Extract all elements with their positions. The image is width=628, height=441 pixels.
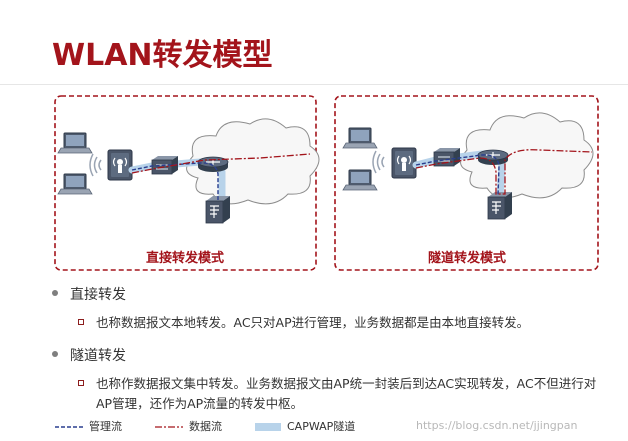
wifi-signal-icon [89, 153, 102, 177]
wlan-diagram: 直接转发模式 隧道转发模式 [54, 95, 599, 271]
panel-label-direct: 直接转发模式 [146, 250, 224, 266]
panel-label-tunnel: 隧道转发模式 [428, 250, 506, 266]
access-point-icon [391, 147, 417, 179]
wifi-signal-icon [372, 150, 385, 174]
laptop-icon [342, 127, 378, 149]
sub-bullet-text: 也称数据报文本地转发。AC只对AP进行管理，业务数据都是由本地直接转发。 [96, 315, 530, 330]
watermark: https://blog.csdn.net/jjingpan [416, 419, 578, 432]
bullet-direct-forwarding: 直接转发 [52, 284, 126, 304]
legend-item-management: 管理流 [55, 418, 122, 434]
bullet-dot-icon [52, 351, 58, 357]
management-flow-path [415, 154, 500, 197]
laptop-icon [57, 173, 93, 195]
tunnel-swatch [255, 423, 281, 431]
legend-item-data: 数据流 [155, 418, 222, 434]
sub-bullet-tunnel: 也称作数据报文集中转发。业务数据报文由AP统一封装后到达AC实现转发，AC不但进… [78, 374, 598, 414]
sub-bullet-text: 也称作数据报文集中转发。业务数据报文由AP统一封装后到达AC实现转发，AC不但进… [96, 376, 597, 411]
panel-direct-forwarding [54, 95, 317, 271]
laptop-icon [342, 169, 378, 191]
title-divider [0, 84, 628, 85]
ac-controller-icon [487, 191, 513, 220]
management-flow-swatch [55, 426, 83, 428]
bullet-heading: 隧道转发 [70, 348, 126, 364]
sub-bullet-direct: 也称数据报文本地转发。AC只对AP进行管理，业务数据都是由本地直接转发。 [78, 313, 598, 333]
data-flow-swatch [155, 426, 183, 428]
bullet-tunnel-forwarding: 隧道转发 [52, 345, 126, 365]
data-flow-path [131, 153, 311, 174]
sub-bullet-square-icon [78, 319, 84, 325]
legend-item-tunnel: CAPWAP隧道 [255, 418, 355, 434]
bullet-heading: 直接转发 [70, 287, 126, 303]
management-flow-path [131, 162, 219, 200]
bullet-dot-icon [52, 290, 58, 296]
panel-tunnel-forwarding [334, 95, 599, 271]
sub-bullet-square-icon [78, 380, 84, 386]
data-flow-path [415, 149, 593, 195]
ac-controller-icon [205, 195, 231, 224]
page-title: WLAN转发模型 [52, 38, 273, 73]
access-point-icon [107, 149, 133, 181]
laptop-icon [57, 132, 93, 154]
